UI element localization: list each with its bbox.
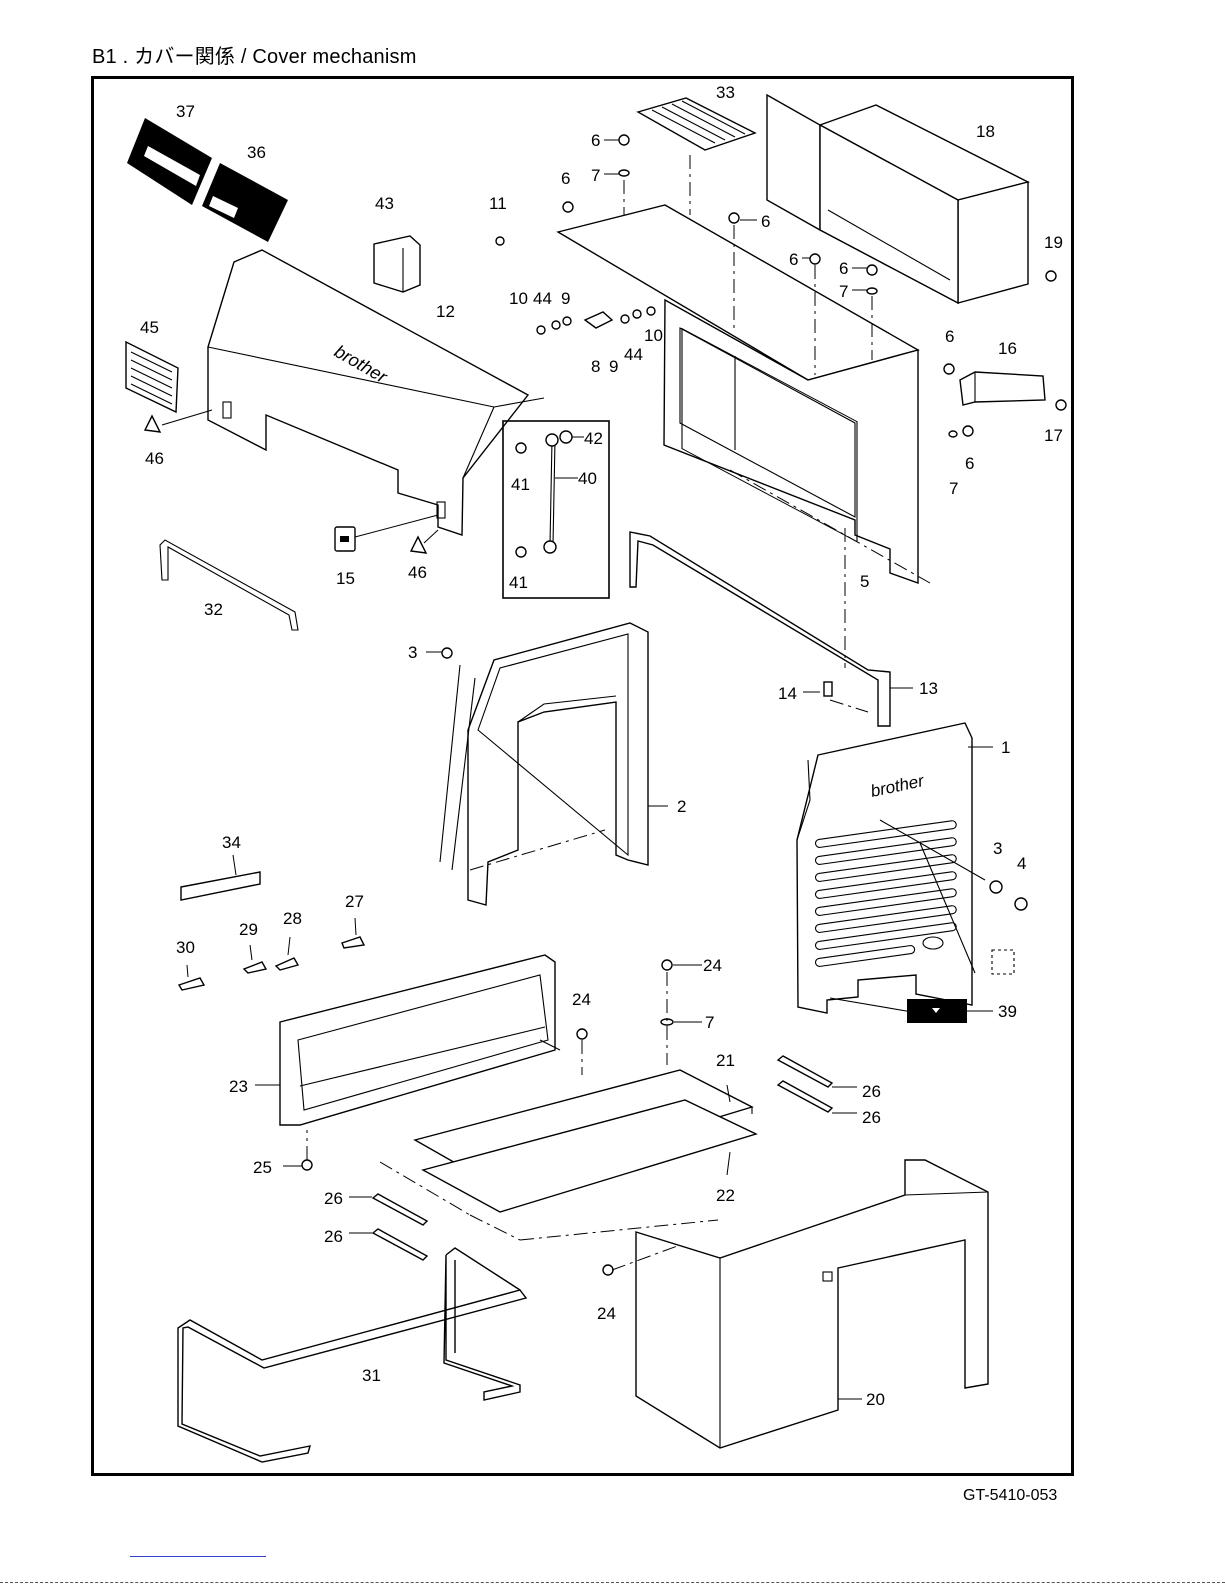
part-32-bar (160, 540, 298, 630)
callout-45: 45 (140, 318, 159, 337)
callout-24b: 24 (572, 990, 591, 1009)
callout-6g: 6 (965, 454, 974, 473)
part-28-foot (276, 958, 298, 970)
page-bottom-divider (0, 1582, 1225, 1583)
callout-30: 30 (176, 938, 195, 957)
callout-46b: 46 (408, 563, 427, 582)
callout-40: 40 (578, 469, 597, 488)
callout-10a: 10 (509, 289, 528, 308)
part-13-side-frame (630, 532, 890, 726)
callout-39: 39 (998, 1002, 1017, 1021)
callout-7a: 7 (591, 166, 600, 185)
callout-12: 12 (436, 302, 455, 321)
callout-22: 22 (716, 1186, 735, 1205)
part-23-drawer-front (280, 955, 560, 1125)
part-15-clip (335, 527, 355, 551)
callout-16: 16 (998, 339, 1017, 358)
callout-26b: 26 (862, 1108, 881, 1127)
document-code: GT-5410-053 (963, 1487, 1057, 1505)
part-36-label-sticker (202, 163, 288, 242)
part-43-block (374, 236, 420, 292)
part-33-grille (638, 98, 755, 150)
part-16-bracket (960, 372, 1066, 410)
part-2-frame-cover (468, 623, 648, 905)
part-14-screw (824, 682, 832, 696)
part-39-sticker (907, 999, 967, 1023)
callout-26a: 26 (862, 1082, 881, 1101)
callout-34: 34 (222, 833, 241, 852)
callout-6a: 6 (591, 131, 600, 150)
callout-6b: 6 (561, 169, 570, 188)
callout-25: 25 (253, 1158, 272, 1177)
callout-37: 37 (176, 102, 195, 121)
callout-10b: 10 (644, 326, 663, 345)
callout-24c: 24 (597, 1304, 616, 1323)
callout-14: 14 (778, 684, 797, 703)
callout-23: 23 (229, 1077, 248, 1096)
callout-43: 43 (375, 194, 394, 213)
part-45-grille-plate (126, 342, 178, 412)
part-5-rear-cover (558, 205, 918, 583)
part-34-strip (181, 872, 260, 900)
callout-46a: 46 (145, 449, 164, 468)
callout-7b: 7 (839, 282, 848, 301)
callout-7c: 7 (949, 479, 958, 498)
part-27-foot (342, 937, 364, 948)
part-29-foot (244, 962, 266, 973)
callout-32: 32 (204, 600, 223, 619)
callout-26d: 26 (324, 1227, 343, 1246)
callout-13: 13 (919, 679, 938, 698)
callout-4: 4 (1017, 854, 1026, 873)
callout-36: 36 (247, 143, 266, 162)
callout-21: 21 (716, 1051, 735, 1070)
callout-6c: 6 (761, 212, 770, 231)
callout-19: 19 (1044, 233, 1063, 252)
part-46-triangle-a (145, 416, 160, 432)
callout-17: 17 (1044, 426, 1063, 445)
callout-9a: 9 (561, 289, 570, 308)
callout-20: 20 (866, 1390, 885, 1409)
callout-3a: 3 (408, 643, 417, 662)
callout-27: 27 (345, 892, 364, 911)
callout-18: 18 (976, 122, 995, 141)
callout-6f: 6 (945, 327, 954, 346)
callout-29: 29 (239, 920, 258, 939)
callout-11: 11 (489, 194, 507, 213)
callout-9b: 9 (609, 357, 618, 376)
callout-41b: 41 (509, 573, 528, 592)
part-31-frame-bar (178, 1248, 526, 1462)
callout-44b: 44 (624, 345, 643, 364)
callout-6d: 6 (789, 250, 798, 269)
callout-42: 42 (584, 429, 603, 448)
part-30-foot (179, 978, 204, 990)
callout-33: 33 (716, 83, 735, 102)
callout-5: 5 (860, 572, 869, 591)
callout-44a: 44 (533, 289, 552, 308)
exploded-parts-diagram: brother (94, 79, 1071, 1473)
footer-link-underline[interactable] (130, 1556, 266, 1557)
callout-41a: 41 (511, 475, 530, 494)
part-1-front-cover: brother (797, 723, 972, 1013)
callout-7d: 7 (705, 1013, 714, 1032)
part-37-label-sticker (127, 118, 212, 205)
callout-31: 31 (362, 1366, 381, 1385)
callout-1: 1 (1001, 738, 1010, 757)
callout-15: 15 (336, 569, 355, 588)
callout-8: 8 (591, 357, 600, 376)
callout-2: 2 (677, 797, 686, 816)
part-12-top-cover: brother (208, 250, 544, 535)
part-46-triangle-b (411, 537, 426, 553)
callout-6e: 6 (839, 259, 848, 278)
part-20-stand-base (636, 1160, 988, 1448)
callout-26c: 26 (324, 1189, 343, 1208)
callout-28: 28 (283, 909, 302, 928)
callout-3b: 3 (993, 839, 1002, 858)
page-title: B1 . カバー関係 / Cover mechanism (92, 40, 417, 69)
callout-24a: 24 (703, 956, 722, 975)
